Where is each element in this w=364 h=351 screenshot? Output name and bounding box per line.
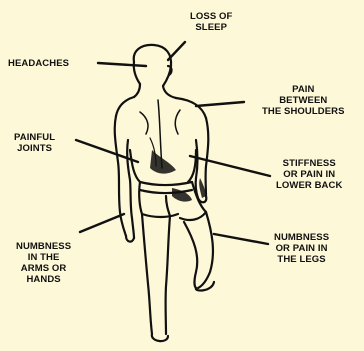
label-stiffness-lower-back: STIFFNESS OR PAIN IN LOWER BACK xyxy=(276,158,342,191)
leader-numbness-arms xyxy=(80,214,124,232)
leader-loss-of-sleep xyxy=(168,42,185,60)
label-pain-between-shoulders: PAIN BETWEEN THE SHOULDERS xyxy=(262,84,345,117)
leader-pain-between-shoulders xyxy=(196,102,244,106)
label-numbness-legs: NUMBNESS OR PAIN IN THE LEGS xyxy=(274,232,329,265)
label-painful-joints: PAINFUL JOINTS xyxy=(14,132,55,154)
leader-stiffness-lower-back xyxy=(190,156,270,176)
leader-headaches xyxy=(98,63,146,66)
leader-numbness-legs xyxy=(214,234,268,244)
label-headaches: HEADACHES xyxy=(8,58,69,69)
label-numbness-arms-hands: NUMBNESS IN THE ARMS OR HANDS xyxy=(16,241,71,285)
label-loss-of-sleep: LOSS OF SLEEP xyxy=(190,11,232,33)
